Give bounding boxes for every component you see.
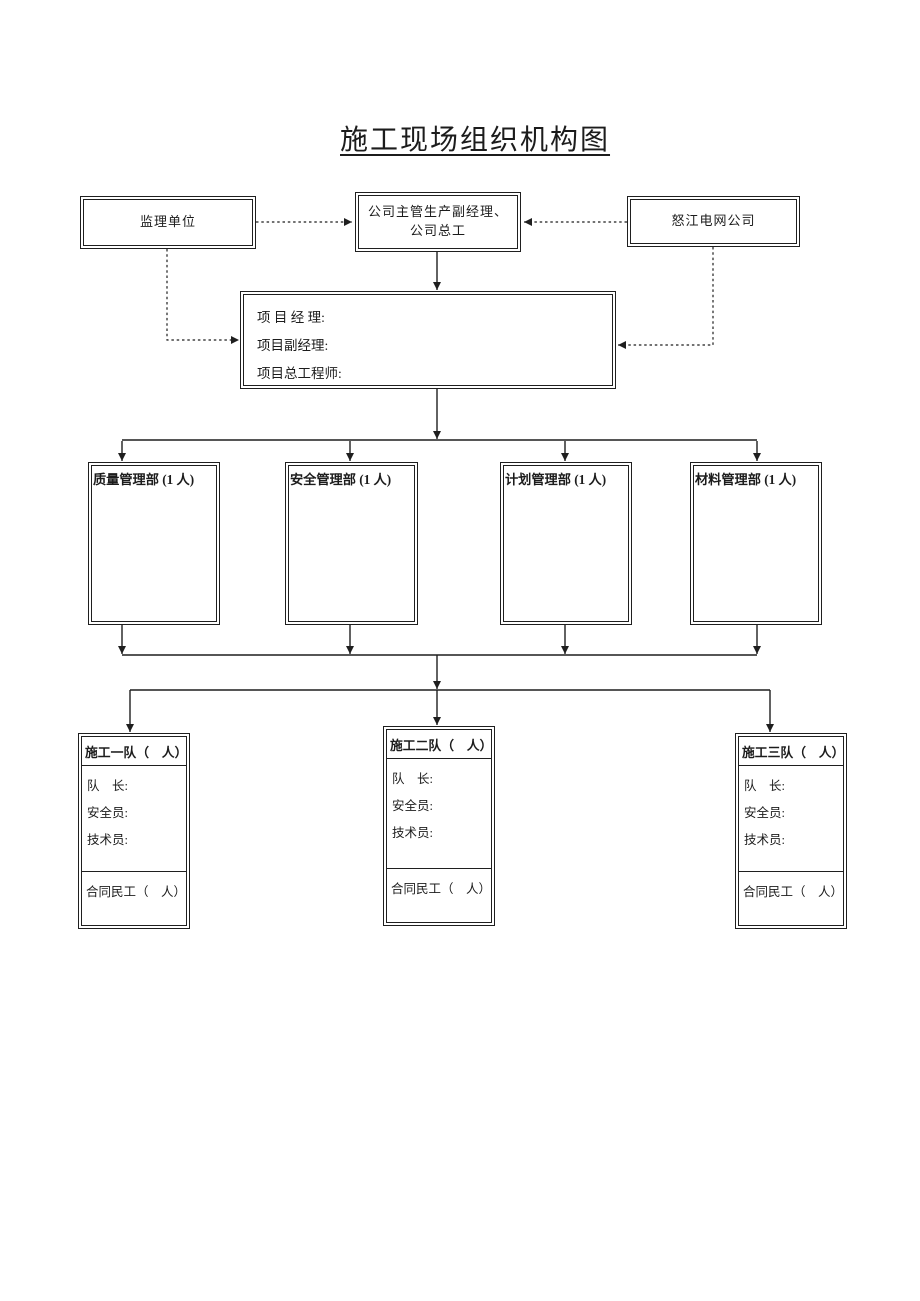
team-3-leader-row: 队 长: <box>744 779 785 793</box>
team-3-technician-row: 技术员: <box>744 833 785 847</box>
team-3-title: 施工三队（ 人） <box>739 737 844 766</box>
team-2-roles: 队 长: 安全员: 技术员: <box>387 759 491 868</box>
team-2-safety-row: 安全员: <box>392 799 433 813</box>
team-1-workers-row: 合同民工（ 人） <box>82 871 186 925</box>
node-project-management: 项 目 经 理: 项目副经理: 项目总工程师: <box>240 291 616 389</box>
team-2-leader-row: 队 长: <box>392 772 433 786</box>
team-1-technician-row: 技术员: <box>87 833 128 847</box>
supervision-unit-label: 监理单位 <box>139 214 196 230</box>
dept-box-quality: 质量管理部 (1 人) <box>88 462 220 625</box>
dotted-connectors <box>166 218 714 349</box>
dept-box-materials: 材料管理部 (1 人) <box>690 462 822 625</box>
team-1-safety-row: 安全员: <box>87 806 128 820</box>
team-2-title: 施工二队（ 人） <box>387 730 492 759</box>
project-manager-line: 项 目 经 理: <box>257 310 325 325</box>
team-3-workers-row: 合同民工（ 人） <box>739 871 843 925</box>
dept-materials-label: 材料管理部 (1 人) <box>695 472 797 487</box>
node-company-leadership: 公司主管生产副经理、 公司总工 <box>355 192 521 252</box>
team-3-safety-row: 安全员: <box>744 806 785 820</box>
chief-engineer-line: 项目总工程师: <box>257 366 342 381</box>
team-box-1: 施工一队（ 人） 队 长: 安全员: 技术员: 合同民工（ 人） <box>78 733 190 929</box>
dept-box-safety: 安全管理部 (1 人) <box>285 462 418 625</box>
dept-planning-label: 计划管理部 (1 人) <box>505 472 607 487</box>
node-supervision-unit: 监理单位 <box>80 196 256 249</box>
dept-quality-label: 质量管理部 (1 人) <box>93 472 195 487</box>
team-1-roles: 队 长: 安全员: 技术员: <box>82 766 186 871</box>
team-1-leader-row: 队 长: <box>87 779 128 793</box>
company-leadership-line1: 公司主管生产副经理、 <box>367 204 508 220</box>
company-leadership-line2: 公司总工 <box>409 223 466 238</box>
deputy-project-manager-line: 项目副经理: <box>257 338 329 353</box>
team-3-roles: 队 长: 安全员: 技术员: <box>739 766 843 871</box>
team-1-title: 施工一队（ 人） <box>82 737 187 766</box>
dept-safety-label: 安全管理部 (1 人) <box>290 472 392 487</box>
team-box-2: 施工二队（ 人） 队 长: 安全员: 技术员: 合同民工（ 人） <box>383 726 495 926</box>
team-box-3: 施工三队（ 人） 队 长: 安全员: 技术员: 合同民工（ 人） <box>735 733 847 929</box>
node-grid-company: 怒江电网公司 <box>627 196 800 247</box>
dept-box-planning: 计划管理部 (1 人) <box>500 462 632 625</box>
solid-connectors <box>118 252 774 732</box>
team-2-technician-row: 技术员: <box>392 826 433 840</box>
grid-company-label: 怒江电网公司 <box>671 213 756 229</box>
chart-title: 施工现场组织机构图 <box>340 125 611 156</box>
team-2-workers-row: 合同民工（ 人） <box>387 868 491 922</box>
